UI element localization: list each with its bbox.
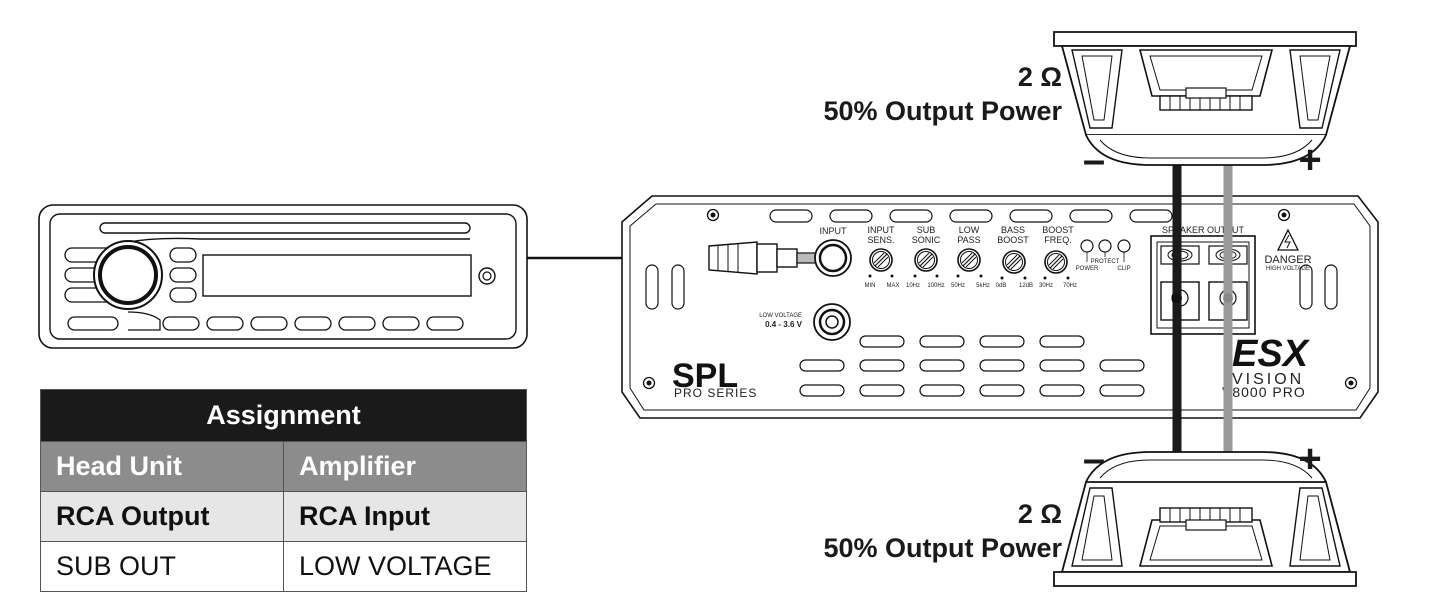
- low-pass-label-2: PASS: [957, 235, 980, 245]
- table-row: SUB OUT LOW VOLTAGE: [40, 541, 527, 592]
- scale-100hz: 100Hz: [927, 283, 944, 289]
- bottom-speaker-minus: –: [1083, 437, 1105, 481]
- spl-logo: SPL: [672, 357, 738, 395]
- input-sens-label-1: INPUT: [868, 225, 896, 235]
- table-title: Assignment: [40, 389, 527, 442]
- top-speaker-minus: –: [1083, 138, 1105, 182]
- scale-10hz: 10Hz: [906, 283, 920, 289]
- input-sens-knob: [869, 248, 893, 272]
- scale-12db: 12dB: [1019, 283, 1033, 289]
- speaker-output-terminal: [1150, 235, 1256, 335]
- scale-5khz: 5kHz: [976, 283, 990, 289]
- low-voltage-label: LOW VOLTAGE: [759, 313, 802, 319]
- speaker-wires: [1172, 165, 1233, 460]
- subheader-rca-output: RCA Output: [40, 491, 284, 542]
- scale-max: MAX: [886, 283, 899, 289]
- amp-top-vents: [769, 209, 1173, 223]
- high-voltage-label: HIGH VOLTAGE: [1266, 266, 1310, 272]
- low-voltage-jack: [813, 303, 851, 341]
- input-label: INPUT: [820, 226, 848, 236]
- sub-sonic-label-2: SONIC: [912, 235, 941, 245]
- subwoofer-top: [1053, 31, 1357, 166]
- input-jack: [814, 239, 852, 277]
- bass-boost-label-2: BOOST: [997, 235, 1029, 245]
- clip-led-label: CLIP: [1117, 266, 1130, 272]
- vision-label: VISION: [1232, 371, 1304, 388]
- speaker-output-label: SPEAKER OUTPUT: [1162, 225, 1245, 235]
- amplifier: INPUT LOW VOLTAGE 0.4 - 3.6 V INPUT SENS…: [621, 195, 1379, 419]
- top-speaker-impedance: 2 Ω: [1018, 62, 1062, 92]
- scale-70hz: 70Hz: [1063, 283, 1077, 289]
- protect-led-label: PROTECT: [1091, 259, 1120, 265]
- sub-sonic-label-1: SUB: [917, 225, 936, 235]
- table-subheader-row: RCA Output RCA Input: [40, 491, 527, 542]
- amp-screws: [642, 208, 1358, 390]
- sub-sonic-knob: [914, 248, 938, 272]
- scale-0db: 0dB: [996, 283, 1007, 289]
- amp-bottom-vents: [799, 335, 1145, 397]
- pro-series-label: PRO SERIES: [674, 386, 757, 400]
- scale-30hz: 30Hz: [1039, 283, 1053, 289]
- knob-scale-dots: [868, 274, 1070, 280]
- boost-freq-label-2: FREQ.: [1044, 235, 1072, 245]
- bass-boost-knob: [1002, 250, 1026, 274]
- subheader-rca-input: RCA Input: [283, 491, 527, 542]
- input-sens-label-2: SENS.: [867, 235, 894, 245]
- bottom-speaker-plus: +: [1298, 437, 1321, 481]
- cell-sub-out: SUB OUT: [40, 541, 284, 592]
- model-label: V8000 PRO: [1222, 384, 1306, 400]
- esx-logo: ESX: [1232, 333, 1311, 375]
- high-voltage-warning-icon: [1276, 228, 1300, 251]
- head-unit: [38, 204, 528, 349]
- scale-min: MIN: [865, 283, 876, 289]
- bottom-speaker-impedance: 2 Ω: [1018, 499, 1062, 529]
- header-head-unit: Head Unit: [40, 441, 284, 492]
- header-amplifier: Amplifier: [283, 441, 527, 492]
- power-led-label: POWER: [1076, 266, 1099, 272]
- top-speaker-plus: +: [1298, 138, 1321, 182]
- cell-low-voltage: LOW VOLTAGE: [283, 541, 527, 592]
- low-pass-knob: [957, 248, 981, 272]
- assignment-table: Assignment Head Unit Amplifier RCA Outpu…: [40, 389, 527, 592]
- low-voltage-range: 0.4 - 3.6 V: [765, 320, 803, 329]
- head-unit-display: [202, 254, 472, 297]
- rca-plug: [708, 241, 824, 275]
- low-pass-label-1: LOW: [959, 225, 980, 235]
- bass-boost-label-1: BASS: [1001, 225, 1025, 235]
- top-speaker-power: 50% Output Power: [823, 96, 1062, 126]
- boost-freq-label-1: BOOST: [1042, 225, 1074, 235]
- danger-label: DANGER: [1264, 254, 1311, 266]
- status-leds: [1080, 239, 1131, 262]
- scale-50hz: 50Hz: [951, 283, 965, 289]
- table-header-row: Head Unit Amplifier: [40, 441, 527, 492]
- bottom-speaker-power: 50% Output Power: [823, 533, 1062, 563]
- boost-freq-knob: [1044, 250, 1068, 274]
- subwoofer-bottom: [1053, 451, 1357, 587]
- preset-buttons: [67, 311, 464, 331]
